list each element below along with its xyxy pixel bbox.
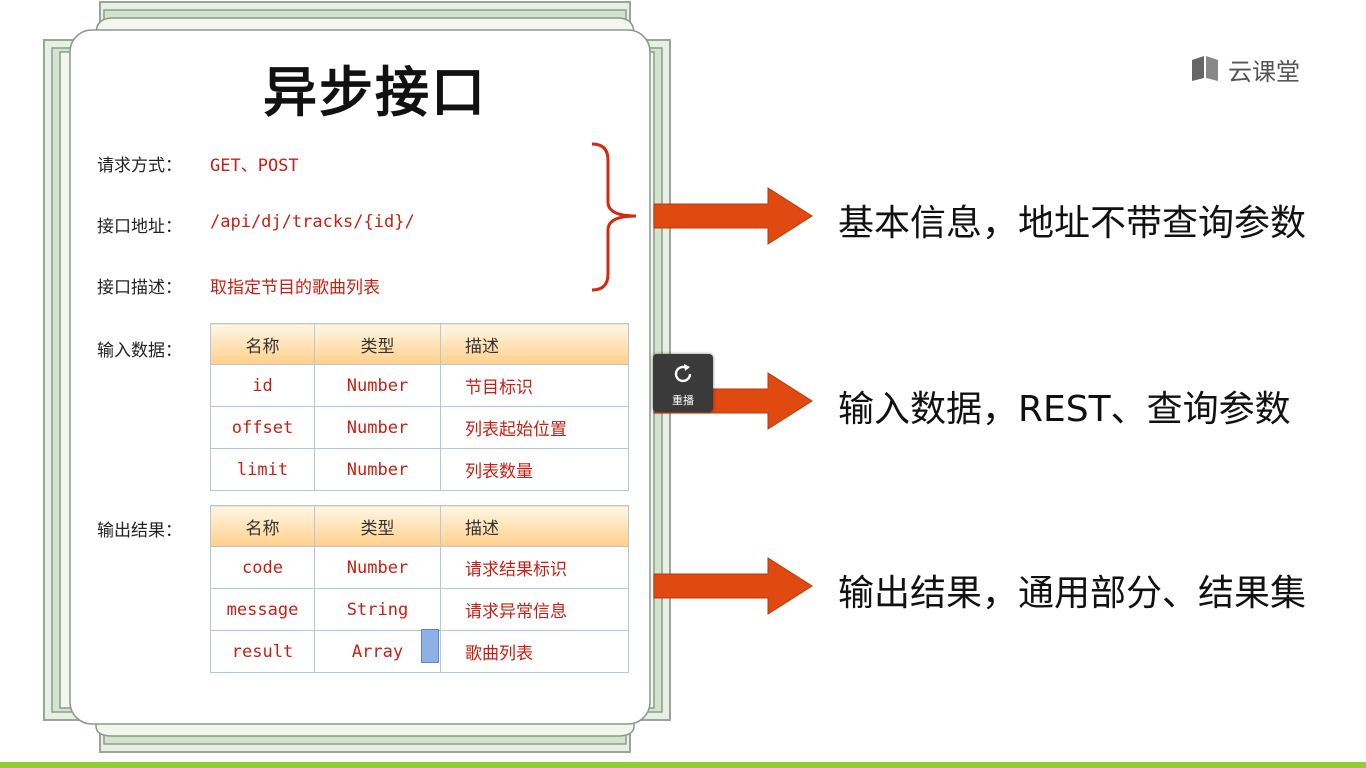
input-data-label: 输入数据： [97,341,182,361]
cell-dropdown-marker [421,629,439,663]
table-cell: 节目标识 [440,364,629,407]
callout-input-data: 输入数据，REST、查询参数 [838,389,1291,430]
output-table: 名称 类型 描述 code Number 请求结果标识 message Stri… [210,505,629,673]
table-cell: message [210,588,315,631]
arrow-right-icon [653,187,813,245]
replay-button[interactable]: 重播 [653,354,713,412]
output-data-label: 输出结果： [97,521,182,541]
request-method-label: 请求方式： [97,156,182,176]
arrow-right-icon [653,372,813,430]
table-cell: result [210,630,315,673]
table-cell: Number [314,546,441,589]
table-cell: Number [314,364,441,407]
description-value: 取指定节目的歌曲列表 [210,278,380,298]
column-header: 类型 [314,323,441,365]
callout-output-result: 输出结果，通用部分、结果集 [838,573,1307,614]
table-header-row: 名称 类型 描述 [210,505,629,547]
table-cell: Number [314,406,441,449]
column-header: 类型 [314,505,441,547]
table-cell: Number [314,448,441,491]
input-table: 名称 类型 描述 id Number 节目标识 offset Number 列表… [210,323,629,491]
column-header: 描述 [440,323,629,365]
table-cell: 列表起始位置 [440,406,629,449]
bracket-icon [591,142,637,292]
table-row: result Array 歌曲列表 [210,630,629,673]
page-title: 异步接口 [263,61,487,124]
arrow-right-icon [653,557,813,615]
column-header: 名称 [210,505,315,547]
table-row: limit Number 列表数量 [210,448,629,491]
book-icon [1192,56,1218,81]
table-row: id Number 节目标识 [210,364,629,407]
address-value: /api/dj/tracks/{id}/ [210,212,415,232]
refresh-icon [674,364,692,383]
table-cell: 歌曲列表 [440,630,629,673]
table-cell: 列表数量 [440,448,629,491]
table-row: offset Number 列表起始位置 [210,406,629,449]
table-cell: offset [210,406,315,449]
bottom-progress-bar [0,762,1366,768]
table-row: code Number 请求结果标识 [210,546,629,589]
column-header: 名称 [210,323,315,365]
address-label: 接口地址： [97,217,182,237]
request-method-value: GET、POST [210,156,299,176]
table-cell: id [210,364,315,407]
logo-text: 云课堂 [1228,58,1300,86]
table-cell: 请求结果标识 [440,546,629,589]
table-cell: Array [314,630,441,673]
table-row: message String 请求异常信息 [210,588,629,631]
table-cell: limit [210,448,315,491]
description-label: 接口描述： [97,278,182,298]
table-cell: String [314,588,441,631]
table-cell: code [210,546,315,589]
table-cell: 请求异常信息 [440,588,629,631]
column-header: 描述 [440,505,629,547]
table-header-row: 名称 类型 描述 [210,323,629,365]
replay-label: 重播 [672,394,694,407]
callout-basic-info: 基本信息，地址不带查询参数 [838,203,1307,244]
